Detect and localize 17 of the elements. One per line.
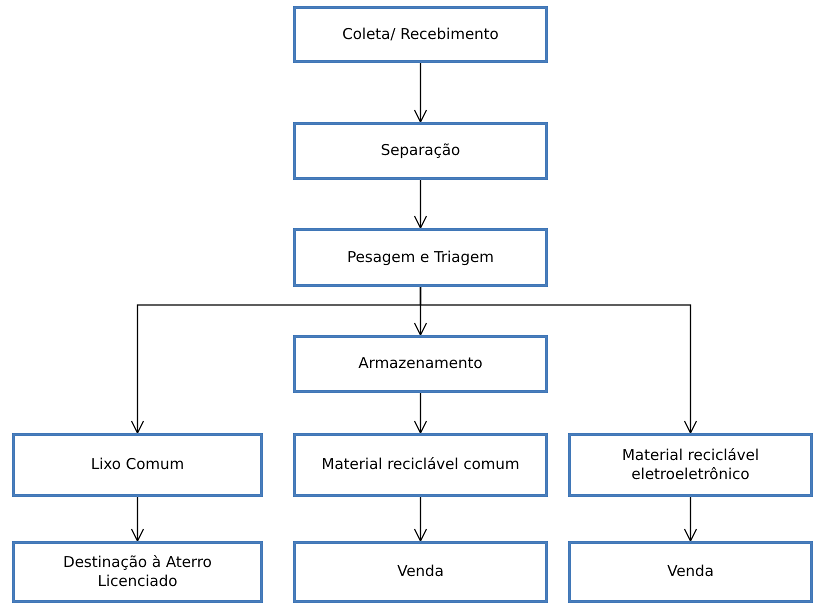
arrow [130, 497, 144, 542]
process-box: Armazenamento [293, 335, 548, 393]
arrow [414, 393, 428, 434]
arrow [414, 63, 428, 123]
process-box: Pesagem e Triagem [293, 228, 548, 287]
process-box: Material reciclável comum [293, 433, 548, 497]
process-box: Venda [568, 541, 813, 603]
process-box: Coleta/ Recebimento [293, 6, 548, 63]
arrow [684, 497, 698, 542]
process-box: Venda [293, 541, 548, 603]
process-box: Separação [293, 122, 548, 180]
process-box: Lixo Comum [12, 433, 263, 497]
process-box: Destinação à Aterro Licenciado [12, 541, 263, 603]
arrow [414, 497, 428, 542]
process-box: Material reciclável eletroeletrônico [568, 433, 813, 497]
arrow [414, 180, 428, 229]
arrow [420, 287, 698, 434]
